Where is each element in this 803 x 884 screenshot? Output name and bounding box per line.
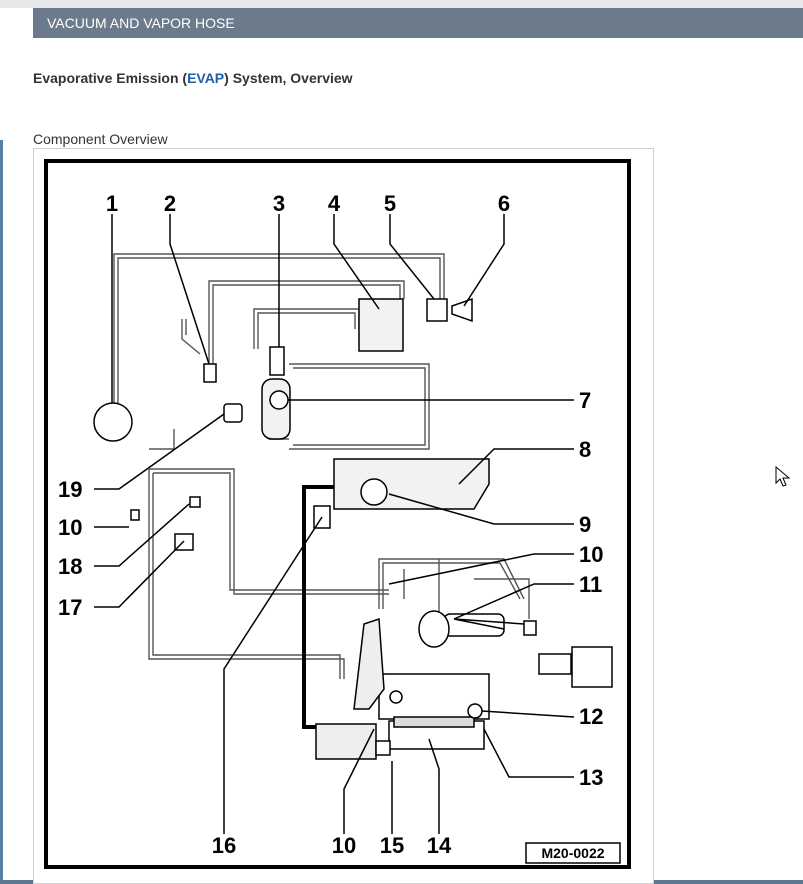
sensor-12 — [467, 703, 483, 719]
callout-16: 16 — [212, 833, 236, 858]
callout-12: 12 — [579, 704, 603, 729]
component-overview-figure: 1 2 3 4 5 6 7 8 9 10 11 12 13 14 15 16 1… — [33, 148, 654, 884]
canister-valve — [269, 390, 289, 410]
callout-10-right: 10 — [579, 542, 603, 567]
section-header: VACUUM AND VAPOR HOSE — [33, 8, 803, 38]
callout-6: 6 — [498, 191, 510, 216]
leader-lines — [94, 214, 575, 834]
callout-18: 18 — [58, 554, 82, 579]
valve-11 — [523, 620, 537, 636]
diagram-frame — [44, 159, 631, 869]
purge-valve — [360, 478, 388, 506]
callout-4: 4 — [328, 191, 341, 216]
callout-10-left: 10 — [58, 515, 82, 540]
left-border — [0, 140, 3, 884]
intake-pipe — [353, 617, 385, 710]
intake-runner — [443, 613, 505, 637]
callout-labels: 1 2 3 4 5 6 7 8 9 10 11 12 13 14 15 16 1… — [58, 191, 603, 858]
main-purge-hose — [302, 485, 364, 729]
cylinder-row — [393, 716, 475, 728]
callout-17: 17 — [58, 595, 82, 620]
figure-id: M20-0022 — [541, 845, 604, 861]
callout-11: 11 — [579, 572, 602, 597]
valve-18 — [189, 496, 201, 508]
valve-15 — [375, 740, 391, 756]
callout-15: 15 — [380, 833, 404, 858]
evap-link[interactable]: EVAP — [187, 70, 225, 86]
callout-7: 7 — [579, 388, 591, 413]
title-suffix: ) System, Overview — [224, 70, 353, 86]
callout-3: 3 — [273, 191, 285, 216]
filter-5 — [426, 298, 448, 322]
callout-1: 1 — [106, 191, 118, 216]
title-prefix: Evaporative Emission ( — [33, 70, 188, 86]
callout-8: 8 — [579, 437, 591, 462]
fuel-tank — [358, 298, 404, 352]
components — [93, 297, 613, 760]
air-duct — [315, 723, 377, 760]
callout-19: 19 — [58, 477, 82, 502]
callout-10-bottom: 10 — [332, 833, 356, 858]
evap-diagram: 1 2 3 4 5 6 7 8 9 10 11 12 13 14 15 16 1… — [44, 159, 631, 869]
figure-id-box — [525, 842, 621, 864]
callout-5: 5 — [384, 191, 396, 216]
section-header-title: VACUUM AND VAPOR HOSE — [47, 15, 235, 31]
mouse-pointer-icon — [775, 466, 791, 487]
air-filter — [571, 646, 613, 688]
engine-port — [389, 690, 403, 704]
top-strip — [0, 0, 803, 8]
figure-caption: Component Overview — [33, 131, 168, 147]
check-valve-2 — [203, 363, 217, 383]
vacuum-reservoir — [93, 402, 133, 442]
intake-plenum — [418, 610, 450, 648]
throttle-body — [538, 653, 572, 675]
callout-14: 14 — [427, 833, 452, 858]
valve-19 — [223, 403, 243, 423]
component-6 — [451, 297, 473, 323]
intake-box — [333, 458, 490, 510]
check-valve-10 — [130, 509, 140, 521]
callout-2: 2 — [164, 191, 176, 216]
canister-cap — [269, 346, 285, 376]
callout-13: 13 — [579, 765, 603, 790]
callout-9: 9 — [579, 512, 591, 537]
page-title: Evaporative Emission (EVAP) System, Over… — [33, 70, 353, 86]
